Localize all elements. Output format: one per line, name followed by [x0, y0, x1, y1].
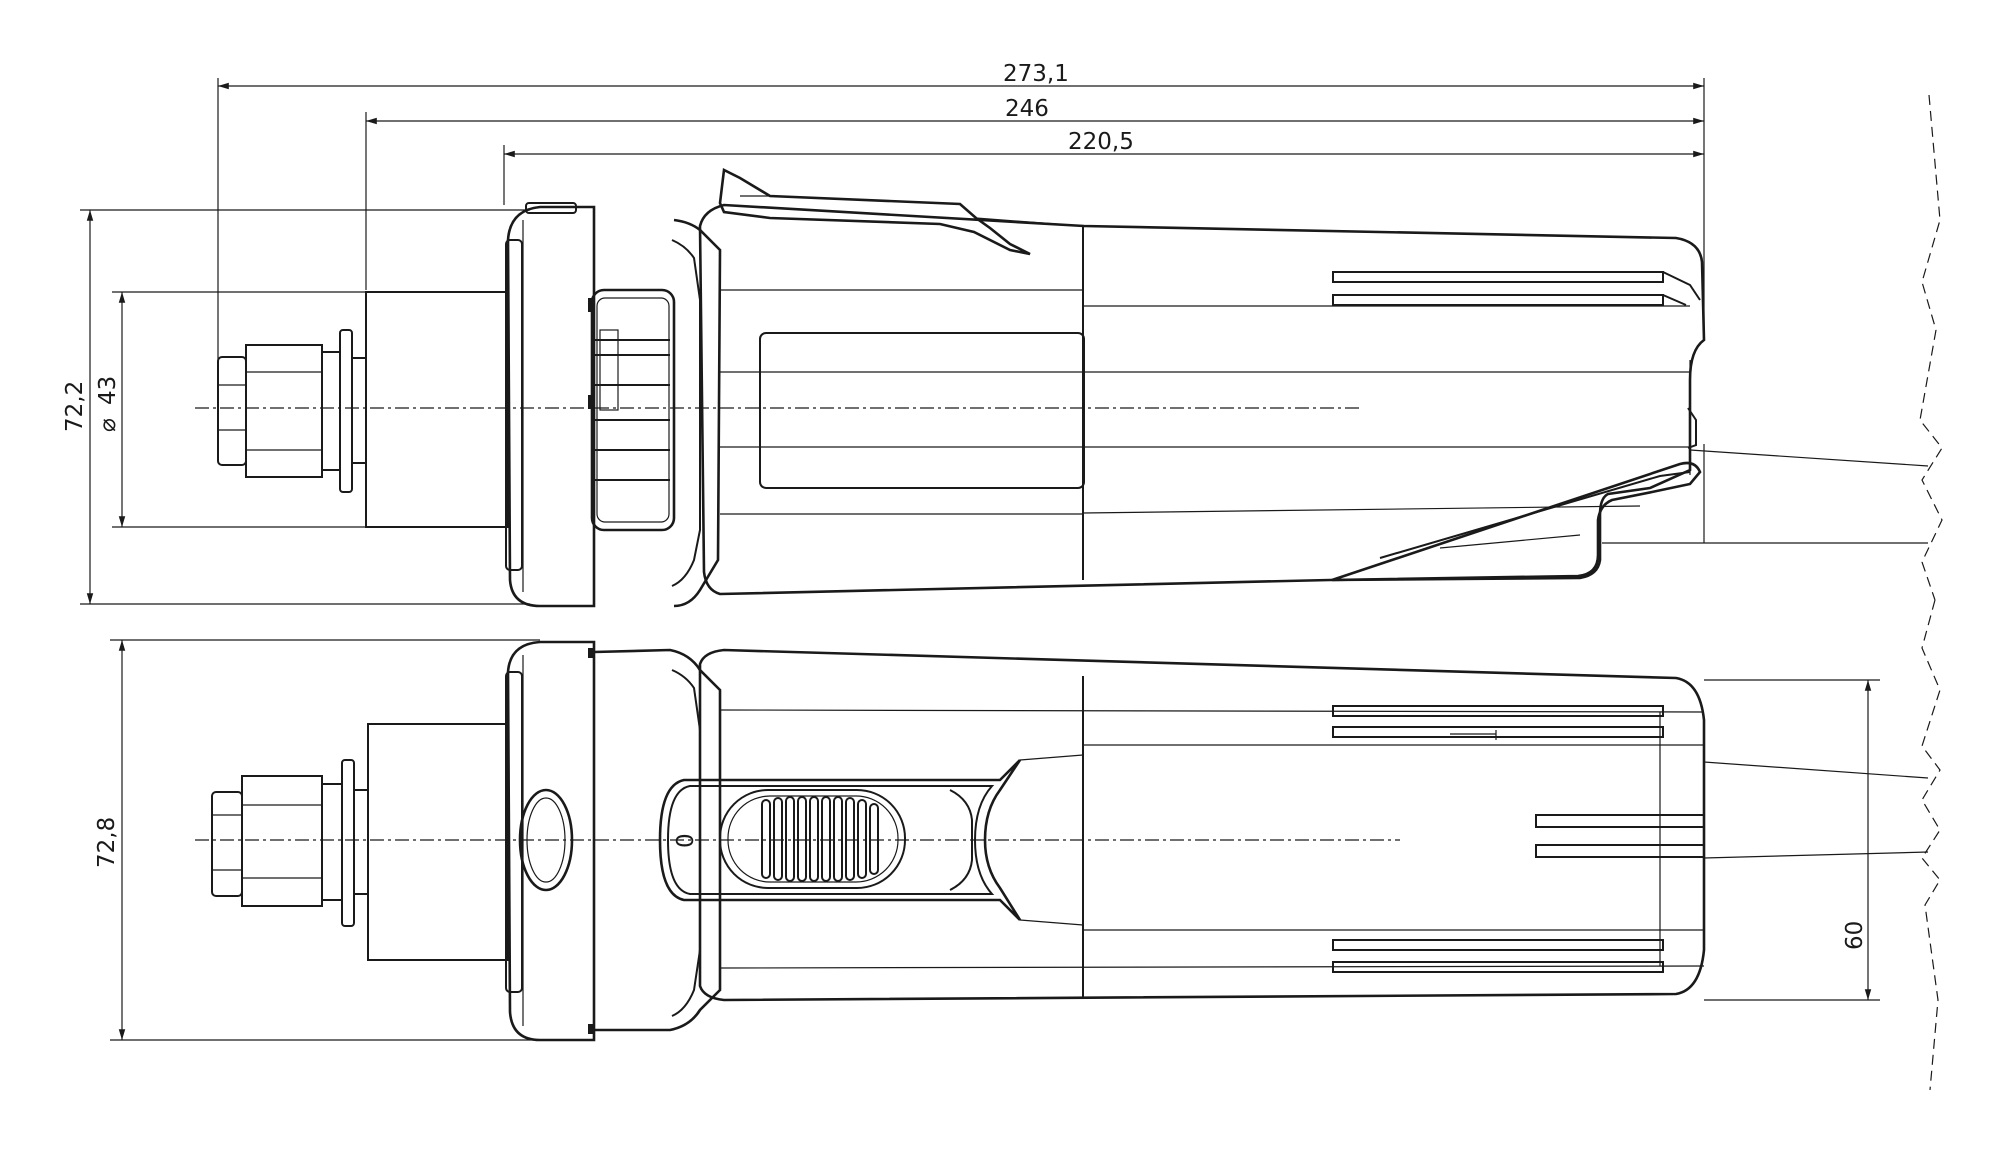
break-line-top — [1919, 94, 1943, 601]
collet-nut-bottom — [211, 759, 369, 927]
dim-length-from-collar: 246 — [1005, 96, 1049, 122]
motor-body-top — [698, 203, 1706, 596]
switch-slider-bottom: 0 — [658, 754, 1084, 926]
top-dimensions: 273,1 246 220,5 — [217, 61, 1705, 408]
dim-bottom-height: 72,8 — [94, 817, 120, 868]
trigger-lever-top — [718, 168, 1084, 256]
front-housing-bottom — [505, 640, 596, 1042]
spindle-collar-bottom — [367, 723, 509, 961]
dim-overall-length: 273,1 — [1003, 61, 1069, 87]
dim-grip-width: 60 — [1842, 921, 1868, 950]
collet-nut-top — [217, 329, 367, 493]
dim-top-height: 72,2 — [62, 381, 88, 432]
diameter-symbol: ⌀ — [95, 418, 121, 432]
front-housing-top — [505, 202, 596, 608]
spindle-collar-top — [365, 291, 509, 528]
paddle-wedge-top — [1331, 360, 1702, 582]
dim-body-length: 220,5 — [1068, 129, 1134, 155]
grip-shoulder-top — [673, 218, 722, 608]
motor-body-bottom — [698, 648, 1706, 1002]
lock-button-bottom — [518, 788, 574, 892]
dim-collar-diameter: 43 — [95, 376, 121, 405]
switch-off-mark: 0 — [673, 833, 699, 848]
bottom-view: 72,8 — [94, 599, 1941, 1091]
top-view: 72,2 ⌀ 43 — [62, 94, 1943, 608]
vent-grille-top — [588, 288, 676, 532]
switch-grip-ridges — [761, 796, 879, 882]
break-line-bottom — [1921, 599, 1941, 1091]
